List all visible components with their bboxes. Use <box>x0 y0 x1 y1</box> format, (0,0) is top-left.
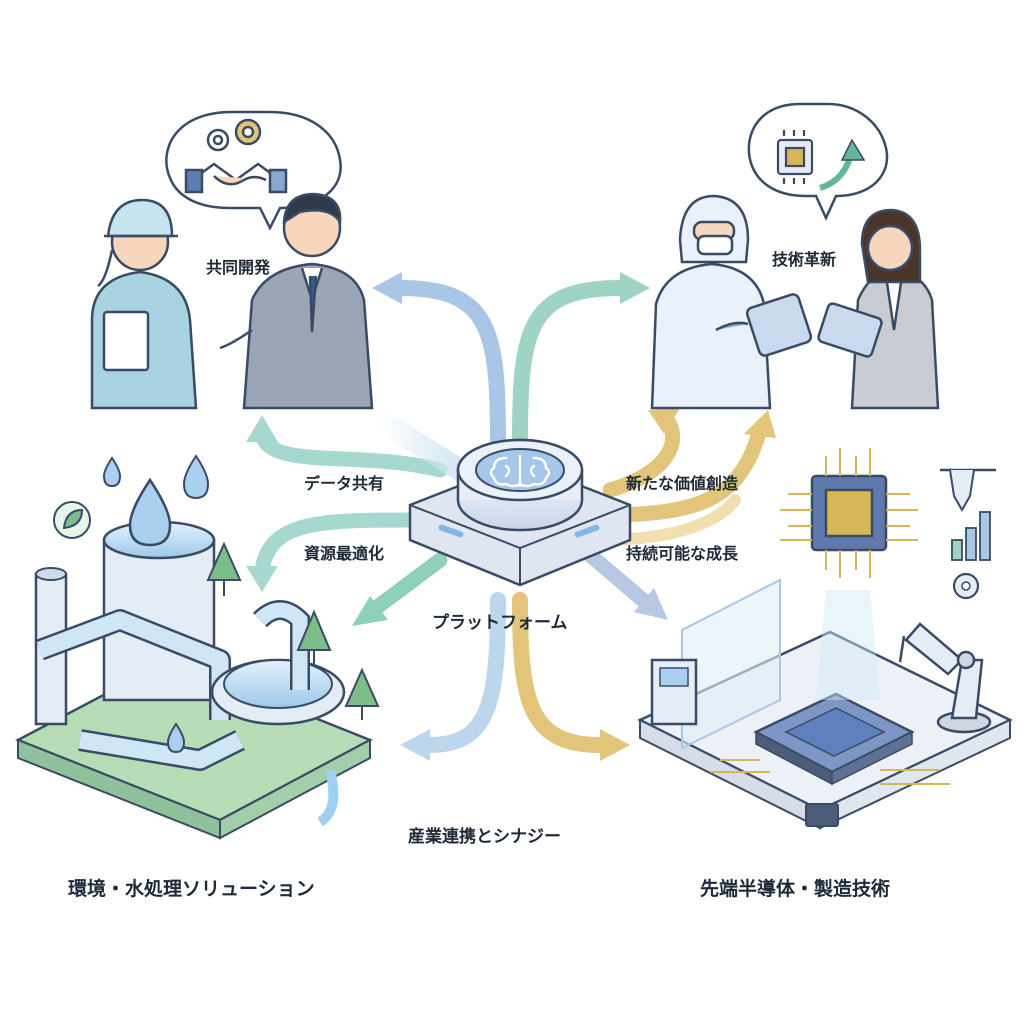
collaboration-label: 共同開発 <box>206 258 271 277</box>
collaboration-illustration <box>90 110 374 410</box>
arrow-data-sharing <box>254 427 448 478</box>
new-value-creation-label: 新たな価値創造 <box>626 474 739 493</box>
environment-water-title: 環境・水処理ソリューション <box>68 878 315 900</box>
water-treatment-illustration <box>15 454 380 840</box>
arrow-resource-optimization <box>254 512 428 578</box>
innovation-label: 技術革新 <box>772 250 837 269</box>
semiconductor-illustration <box>637 448 1013 830</box>
cleanroom-technician <box>650 194 813 410</box>
platform-label: プラットフォーム <box>432 613 568 633</box>
chip-icon <box>780 448 918 578</box>
businessman-person <box>219 192 374 410</box>
brain-icon <box>489 454 551 488</box>
arrow-sustainable-growth <box>592 422 768 523</box>
semiconductor-manufacturing-title: 先端半導体・製造技術 <box>700 878 891 900</box>
arrow-to-semiconductor <box>512 592 608 753</box>
resource-optimization-label: 資源最適化 <box>304 544 385 563</box>
robot-arm-icon <box>898 622 992 734</box>
arrow-to-innovation <box>512 280 628 448</box>
businesswoman-person <box>817 208 940 410</box>
bar-chart-icon <box>951 511 991 561</box>
data-sharing-label: データ共有 <box>304 474 385 493</box>
gear-icon <box>952 572 980 600</box>
arrow-to-environment <box>422 592 506 753</box>
handshake-icon <box>184 162 288 194</box>
sustainable-growth-label: 持続可能な成長 <box>626 544 739 563</box>
water-drop-icon <box>128 477 172 547</box>
engineer-person <box>90 198 198 410</box>
gear-icon <box>206 118 262 152</box>
speech-bubble-2 <box>747 102 889 222</box>
arrow-to-collaboration <box>392 280 506 448</box>
platform-hub <box>408 438 632 587</box>
industry-synergy-label: 産業連携とシナジー <box>408 827 561 847</box>
chip-icon <box>776 130 814 184</box>
innovation-illustration <box>650 102 940 410</box>
leaf-icon <box>53 501 91 539</box>
